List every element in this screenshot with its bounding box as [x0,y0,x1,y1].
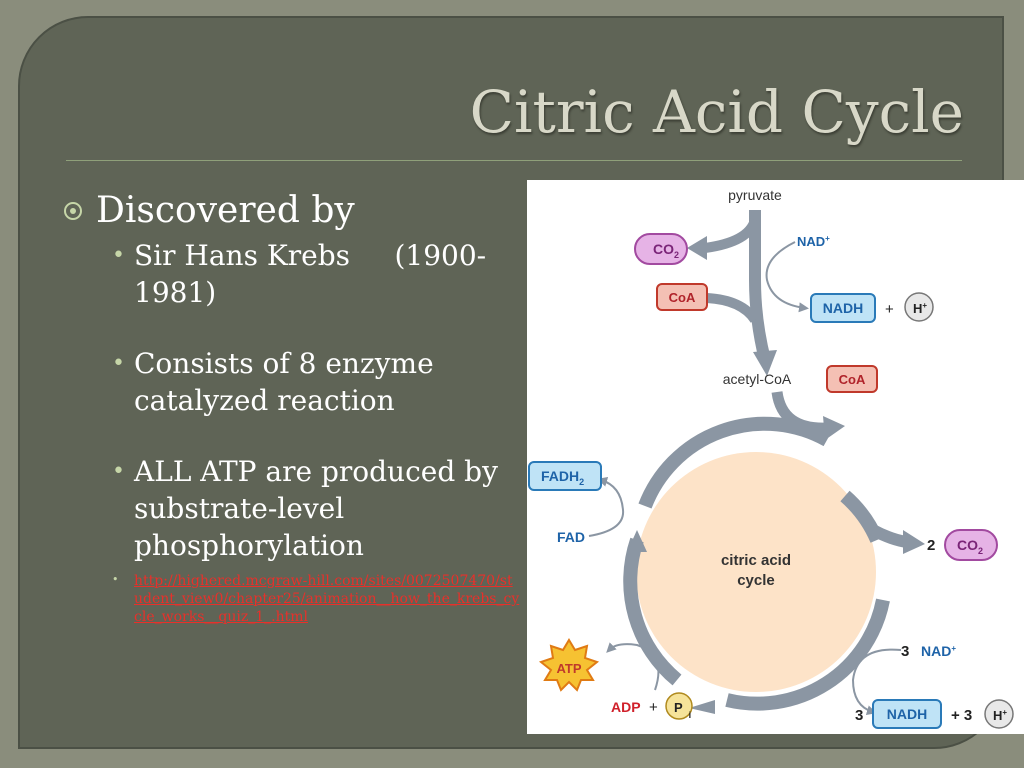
h-top-circle [904,292,934,322]
nad-bottom-label: NAD+ [921,643,956,659]
cycle-segment [623,537,682,686]
cycle-segment [725,598,890,711]
bullet-dot-icon: • [112,351,125,376]
h-top-label: H+ [913,301,927,316]
slide-title: Citric Acid Cycle [469,78,964,146]
main-arrow [749,210,771,362]
coa-left-box [656,283,708,311]
fad-label: FAD [557,529,585,545]
cycle-arrow-head [627,530,647,552]
co2-top-pill [634,233,688,265]
bullet-content: Discovered by • Sir Hans Krebs (1900-198… [62,190,519,626]
heading-text: Discovered by [96,190,355,231]
coa-right-box [826,365,878,393]
bullet-text: Consists of 8 enzyme catalyzed reaction [134,347,434,417]
adp-label: ADP [611,699,641,715]
co2-branch-head [687,236,707,260]
bullet-dot-icon: • [112,573,119,586]
co2-out-head [903,530,925,554]
plus-three: + 3 [951,707,972,724]
bullet-item: • Sir Hans Krebs (1900-1981) [62,237,512,311]
co2-top-label: CO2 [653,241,679,260]
nadh-top-label: NADH [823,300,863,316]
nadh-bottom-label: NADH [887,706,927,722]
coa-left-label: CoA [669,290,696,305]
title-divider [66,160,962,161]
bullet-heading: Discovered by [62,190,512,231]
atp-thin-arrow [606,642,660,691]
nadh-bottom-box [872,699,942,729]
atp-label: ATP [556,661,581,676]
co2-right-label: CO2 [957,537,983,556]
main-arrow-head [753,350,777,376]
plus-sign: + [649,699,658,716]
nad-bottom-thin-arrow [851,648,902,716]
h-bottom-circle [984,699,1014,729]
coa-join-arrow [706,293,760,323]
h-bottom-label: H+ [993,708,1007,723]
cycle-arrow-head [689,700,715,714]
krebs-cycle-diagram: pyruvate CO2 NAD+ CoA NADH + H+ acetyl-C… [527,180,1024,734]
fadh2-label: FADH2 [541,468,584,487]
bullet-item: • ALL ATP are produced by substrate-leve… [62,453,512,564]
nadh-top-box [810,293,876,323]
cycle-label-line1: citric acid [721,552,791,569]
bullet-item: • Consists of 8 enzyme catalyzed reactio… [62,345,512,419]
nadh-bottom-count: 3 [855,707,863,724]
cycle-diagram-svg: pyruvate CO2 NAD+ CoA NADH + H+ acetyl-C… [528,187,1014,729]
bullet-text: Sir Hans Krebs (1900-1981) [134,239,487,309]
cycle-label-line2: cycle [737,572,775,589]
coa-right-label: CoA [839,372,866,387]
co2-count: 2 [927,537,935,554]
krebs-animation-link[interactable]: http://highered.mcgraw-hill.com/sites/00… [134,573,520,625]
cycle-segment [638,416,831,509]
fadh2-box [528,461,602,491]
pi-circle [665,692,693,720]
fad-thin-arrow [588,476,625,537]
nad-top-label: NAD+ [797,234,830,249]
link-item: • http://highered.mcgraw-hill.com/sites/… [62,572,520,626]
co2-branch-arrow [704,218,760,253]
circle-bullet-icon [64,202,82,220]
co2-right-pill [944,529,998,561]
atp-star [538,638,600,692]
bullet-text: ALL ATP are produced by substrate-level … [134,455,498,562]
bullet-dot-icon: • [112,459,125,484]
bullet-dot-icon: • [112,243,125,268]
pyruvate-label: pyruvate [728,187,782,203]
co2-out-arrow [870,524,908,548]
nad-thin-arrow [765,241,809,313]
nad-bottom-count: 3 [901,643,909,660]
acetyl-coa-label: acetyl-CoA [723,371,792,387]
plus-sign: + [885,301,894,318]
cycle-core [636,452,876,692]
